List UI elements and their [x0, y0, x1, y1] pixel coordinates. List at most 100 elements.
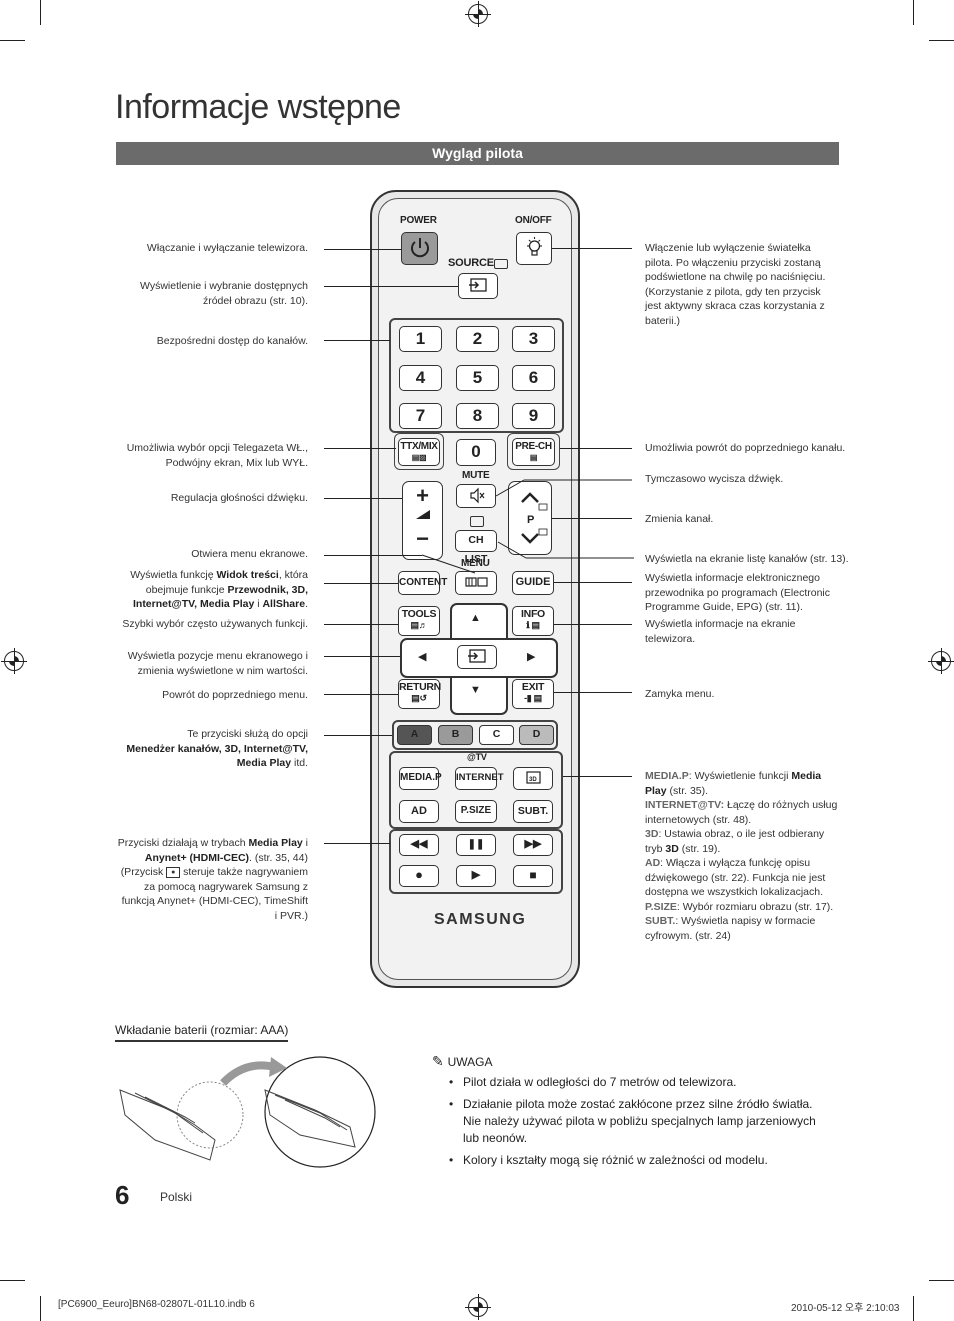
3d-glasses-icon: 3D [525, 771, 541, 784]
leader-line [324, 286, 458, 287]
crop-mark [929, 1280, 954, 1281]
fast-forward-icon: ▶▶ [524, 838, 542, 850]
battery-illustration [119, 1056, 376, 1168]
footer-file: [PC6900_Eeuro]BN68-02807L-01L10.indb 6 [58, 1299, 255, 1310]
ttx-mix-label: TTX/MIX [400, 441, 438, 452]
tools-button[interactable]: TOOLS▤♬ [398, 606, 440, 636]
menu-leader-line [421, 554, 476, 574]
pause-button[interactable]: ❚❚ [456, 834, 496, 856]
media-p-button[interactable]: MEDIA.P [399, 767, 442, 790]
subt-button[interactable]: SUBT. [513, 800, 553, 823]
channel-p-label: P [527, 514, 534, 526]
registration-mark-icon [465, 1294, 491, 1320]
crop-mark [913, 1296, 914, 1321]
crop-mark [0, 40, 25, 41]
crop-mark [913, 0, 914, 25]
3d-button[interactable]: 3D [513, 767, 553, 790]
ttx-mix-button[interactable]: TTX/MIX▤▨ [398, 438, 440, 466]
onoff-light-button[interactable] [516, 232, 552, 265]
digit-0-button[interactable]: 0 [456, 439, 496, 466]
mute-button[interactable] [456, 484, 496, 508]
record-button[interactable]: ● [399, 865, 439, 887]
fast-forward-button[interactable]: ▶▶ [513, 834, 553, 856]
leader-line [560, 448, 632, 449]
digit-1-button[interactable]: 1 [399, 326, 442, 352]
label-smart-buttons: MEDIA.P: Wyświetlenie funkcji Media Play… [645, 770, 838, 942]
leader-line [324, 656, 400, 657]
label-return: Powrót do poprzedniego menu. [162, 689, 308, 701]
exit-label: EXIT [521, 681, 545, 693]
chlist-leader-line [497, 541, 634, 559]
onoff-label: ON/OFF [515, 215, 552, 226]
digit-4-button[interactable]: 4 [399, 365, 442, 391]
tools-label: TOOLS [401, 608, 437, 620]
content-button[interactable]: CONTENT [398, 571, 447, 595]
leader-line [554, 692, 632, 693]
stop-icon: ■ [529, 868, 537, 882]
label-chlist: Wyświetla na ekranie listę kanałów (str.… [645, 553, 849, 565]
digit-8-button[interactable]: 8 [456, 403, 499, 429]
ch-list-button[interactable]: CH LIST [455, 530, 497, 565]
color-a-button[interactable]: A [397, 725, 432, 745]
digit-5-button[interactable]: 5 [456, 365, 499, 391]
rewind-button[interactable]: ◀◀ [399, 834, 439, 856]
volume-down-label: − [416, 526, 429, 551]
digit-9-button[interactable]: 9 [512, 403, 555, 429]
stop-button[interactable]: ■ [513, 865, 553, 887]
power-button[interactable] [401, 232, 438, 265]
label-colors: Te przyciski służą do opcji Menedżer kan… [126, 728, 308, 769]
chlist-small-icon [470, 516, 484, 527]
volume-rocker[interactable]: + − [402, 481, 443, 560]
crop-mark [929, 40, 954, 41]
label-mute: Tymczasowo wycisza dźwięk. [645, 473, 784, 485]
enter-button[interactable] [457, 645, 497, 669]
registration-mark-icon [1, 648, 27, 674]
pre-ch-button[interactable]: PRE-CH▤ [512, 438, 555, 466]
p-size-button[interactable]: P.SIZE [455, 800, 497, 823]
channel-arrows-icon: P [520, 492, 547, 544]
note-text-1: Pilot działa w odległości do 7 metrów od… [463, 1075, 737, 1089]
color-d-button[interactable]: D [519, 725, 554, 745]
brand-logo: SAMSUNG [434, 911, 527, 928]
digit-3-button[interactable]: 3 [512, 326, 555, 352]
internet-button[interactable]: INTERNET [455, 767, 504, 790]
leader-line [324, 843, 390, 844]
rewind-icon: ◀◀ [410, 838, 428, 850]
prech-outline [507, 433, 560, 470]
label-prech: Umożliwia powrót do poprzedniego kanału. [645, 442, 846, 454]
section-header: Wygląd pilota [116, 142, 839, 165]
guide-button[interactable]: GUIDE [512, 571, 554, 595]
color-c-button[interactable]: C [479, 725, 514, 745]
leader-line [324, 735, 392, 736]
label-media: Przyciski działają w trybach Media Play … [117, 837, 308, 922]
digit-7-button[interactable]: 7 [399, 403, 442, 429]
source-label: SOURCE [448, 257, 494, 269]
note-pencil-icon: ✎ [432, 1053, 448, 1069]
play-button[interactable]: ▶ [456, 865, 496, 887]
source-button[interactable] [458, 273, 498, 299]
menu-button[interactable] [455, 571, 497, 595]
source-small-icon [494, 259, 508, 269]
digit-2-button[interactable]: 2 [456, 326, 499, 352]
label-exit: Zamyka menu. [645, 688, 715, 700]
leader-line [324, 583, 398, 584]
digits-group [389, 318, 564, 433]
return-button[interactable]: RETURN▤↺ [398, 679, 441, 709]
attv-label: @TV [467, 752, 487, 762]
note-bullet-3: • [449, 1153, 454, 1167]
channel-rocker[interactable]: P [508, 481, 552, 555]
exit-button[interactable]: EXIT-▮ ▤ [512, 679, 554, 709]
color-b-button[interactable]: B [438, 725, 473, 745]
return-icon: ▤↺ [411, 693, 427, 703]
page-language: Polski [160, 1190, 193, 1204]
exit-icon: -▮ ▤ [524, 693, 542, 703]
leader-line [552, 248, 632, 249]
source-input-icon [468, 278, 487, 292]
ad-button[interactable]: AD [399, 800, 439, 823]
digit-6-button[interactable]: 6 [512, 365, 555, 391]
ttx-icon: ▤▨ [411, 453, 427, 462]
footer-date: 2010-05-12 오후 2:10:03 [791, 1303, 900, 1314]
registration-mark-icon [928, 648, 954, 674]
